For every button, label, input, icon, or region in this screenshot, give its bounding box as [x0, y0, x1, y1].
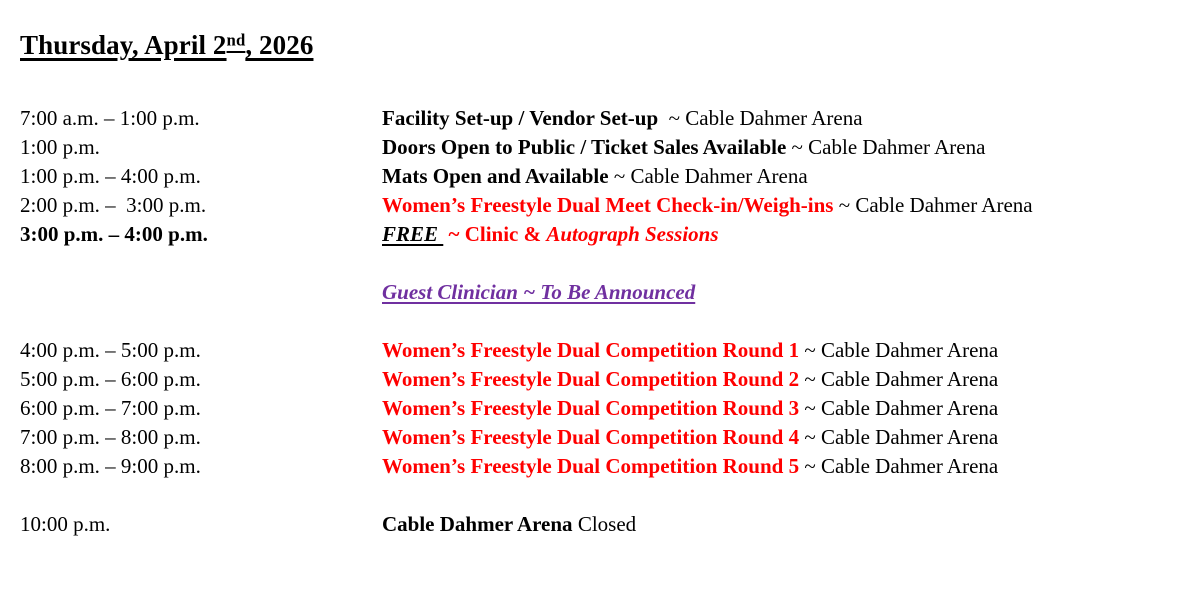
row-time: 5:00 p.m. – 6:00 p.m.	[20, 367, 201, 391]
row-event: Women’s Freestyle Dual Competition Round…	[382, 336, 998, 365]
event-name: Cable Dahmer Arena	[382, 512, 573, 536]
page-title-ordinal-suffix: nd	[226, 30, 246, 50]
event-separator: ~	[608, 164, 631, 188]
row-time: 2:00 p.m. – 3:00 p.m.	[20, 193, 207, 217]
schedule-spacer	[0, 249, 1200, 278]
autograph-sessions-text: Autograph Sessions	[546, 222, 719, 246]
schedule-row: 1:00 p.m. – 4:00 p.m. Mats Open and Avai…	[0, 162, 1200, 191]
event-name: Mats Open and Available	[382, 164, 609, 188]
row-time: 4:00 p.m. – 5:00 p.m.	[20, 338, 201, 362]
event-venue: Cable Dahmer Arena	[820, 396, 999, 420]
row-time: 10:00 p.m.	[20, 512, 111, 536]
schedule-spacer	[0, 307, 1200, 336]
row-time: 7:00 a.m. – 1:00 p.m.	[20, 106, 200, 130]
event-separator: ~	[799, 454, 821, 478]
schedule-row: 6:00 p.m. – 7:00 p.m. Women’s Freestyle …	[0, 394, 1200, 423]
row-event: Mats Open and Available ~ Cable Dahmer A…	[382, 162, 808, 191]
row-event: FREE ~ Clinic & Autograph Sessions	[382, 220, 719, 249]
row-event: Women’s Freestyle Dual Meet Check-in/Wei…	[382, 191, 1033, 220]
free-label: FREE	[382, 222, 444, 246]
row-time: 7:00 p.m. – 8:00 p.m.	[20, 425, 201, 449]
event-venue: Cable Dahmer Arena	[630, 164, 808, 188]
row-event: Women’s Freestyle Dual Competition Round…	[382, 452, 998, 481]
event-name: Women’s Freestyle Dual Competition Round…	[382, 454, 800, 478]
schedule-row: Guest Clinician ~ To Be Announced	[0, 278, 1200, 307]
event-separator: ~	[799, 396, 821, 420]
schedule-row: 3:00 p.m. – 4:00 p.m. FREE ~ Clinic & Au…	[0, 220, 1200, 249]
page-title-date-prefix: Thursday, April 2	[20, 30, 227, 60]
event-venue: Cable Dahmer Arena	[820, 338, 999, 362]
row-event: Women’s Freestyle Dual Competition Round…	[382, 365, 998, 394]
event-name: Women’s Freestyle Dual Competition Round…	[382, 367, 800, 391]
row-event: Cable Dahmer Arena Closed	[382, 510, 636, 539]
event-venue: Cable Dahmer Arena	[808, 135, 986, 159]
event-separator: ~	[786, 135, 809, 159]
event-venue: Cable Dahmer Arena	[820, 425, 999, 449]
event-name: Women’s Freestyle Dual Meet Check-in/Wei…	[382, 193, 834, 217]
schedule-row: 7:00 p.m. – 8:00 p.m. Women’s Freestyle …	[0, 423, 1200, 452]
event-name: Women’s Freestyle Dual Competition Round…	[382, 338, 800, 362]
schedule-row: 5:00 p.m. – 6:00 p.m. Women’s Freestyle …	[0, 365, 1200, 394]
guest-clinician-note: Guest Clinician ~ To Be Announced	[382, 280, 696, 304]
schedule-row: 4:00 p.m. – 5:00 p.m. Women’s Freestyle …	[0, 336, 1200, 365]
closed-label: Closed	[572, 512, 637, 536]
event-venue: Cable Dahmer Arena	[855, 193, 1033, 217]
schedule-row: 10:00 p.m. Cable Dahmer Arena Closed	[0, 510, 1200, 539]
event-separator: ~	[799, 425, 821, 449]
event-name: Facility Set-up / Vendor Set-up	[382, 106, 664, 130]
schedule-row: 7:00 a.m. – 1:00 p.m. Facility Set-up / …	[0, 104, 1200, 133]
schedule-spacer	[0, 481, 1200, 510]
event-separator: ~	[799, 338, 821, 362]
event-name: Women’s Freestyle Dual Competition Round…	[382, 396, 800, 420]
event-separator: ~	[833, 193, 856, 217]
event-name: Women’s Freestyle Dual Competition Round…	[382, 425, 800, 449]
row-time: 3:00 p.m. – 4:00 p.m.	[20, 222, 208, 246]
schedule-row: 2:00 p.m. – 3:00 p.m. Women’s Freestyle …	[0, 191, 1200, 220]
schedule-row: 8:00 p.m. – 9:00 p.m. Women’s Freestyle …	[0, 452, 1200, 481]
event-venue: Cable Dahmer Arena	[820, 454, 999, 478]
row-time: 6:00 p.m. – 7:00 p.m.	[20, 396, 201, 420]
row-time: 1:00 p.m.	[20, 135, 100, 159]
row-event: Doors Open to Public / Ticket Sales Avai…	[382, 133, 985, 162]
event-venue: Cable Dahmer Arena	[685, 106, 863, 130]
event-separator: ~	[799, 367, 821, 391]
schedule-list: 7:00 a.m. – 1:00 p.m. Facility Set-up / …	[0, 104, 1200, 539]
page-title: Thursday, April 2nd, 2026	[20, 30, 313, 61]
event-venue: Cable Dahmer Arena	[820, 367, 999, 391]
row-event: Women’s Freestyle Dual Competition Round…	[382, 423, 998, 452]
page-title-year: , 2026	[245, 30, 314, 60]
row-event: Facility Set-up / Vendor Set-up ~ Cable …	[382, 104, 863, 133]
row-event: Women’s Freestyle Dual Competition Round…	[382, 394, 998, 423]
clinic-text: ~ Clinic &	[443, 222, 547, 246]
event-name: Doors Open to Public / Ticket Sales Avai…	[382, 135, 787, 159]
event-separator: ~	[663, 106, 686, 130]
schedule-row: 1:00 p.m. Doors Open to Public / Ticket …	[0, 133, 1200, 162]
row-time: 1:00 p.m. – 4:00 p.m.	[20, 164, 201, 188]
row-time: 8:00 p.m. – 9:00 p.m.	[20, 454, 201, 478]
